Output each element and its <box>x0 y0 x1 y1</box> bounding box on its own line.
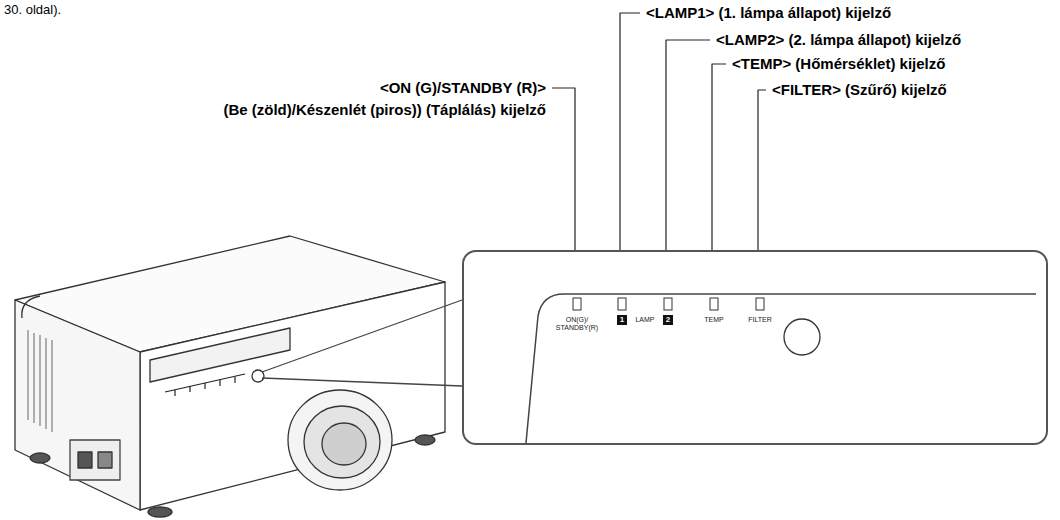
indicator-panel-inset: ON(G)/ STANDBY(R) 1 LAMP 2 TEMP FILTER <box>462 250 1048 445</box>
panel-label: ON(G)/ STANDBY(R) <box>552 316 602 332</box>
panel-drawing <box>464 252 1046 443</box>
foot <box>30 453 50 463</box>
power-inlet <box>78 452 92 468</box>
panel-label: LAMP <box>635 316 654 324</box>
body-edge <box>22 296 40 318</box>
lamp-number: 1 <box>617 315 627 325</box>
remote-sensor <box>784 319 820 355</box>
connector-panel <box>70 440 120 480</box>
projector-front <box>140 282 445 510</box>
zoom-line <box>262 378 462 386</box>
indicator-callout: <LAMP2> (2. lámpa állapot) kijelző <box>716 31 961 48</box>
switch <box>98 452 112 468</box>
indicator-led <box>756 298 764 310</box>
indicator-callout: <FILTER> (Szűrő) kijelző <box>772 81 947 98</box>
lens-housing <box>288 390 392 490</box>
projector-side <box>15 300 140 510</box>
vent-grille <box>28 330 52 432</box>
front-panel <box>150 328 290 382</box>
page-reference: 30. oldal). <box>4 1 61 18</box>
panel-label: TEMP <box>704 316 723 324</box>
indicator-led <box>573 298 581 310</box>
panel-label: FILTER <box>748 316 772 324</box>
lens-ring <box>304 406 380 478</box>
panel-edge <box>526 294 1036 443</box>
indicator-callout: (Be (zöld)/Készenlét (piros)) (Táplálás)… <box>223 101 546 118</box>
indicator-led <box>618 298 626 310</box>
foot <box>148 507 172 517</box>
foot <box>415 435 435 445</box>
indicator-strip <box>165 374 245 396</box>
lamp-number: 2 <box>663 315 673 325</box>
indicator-callout: <ON (G)/STANDBY (R)> <box>380 79 546 96</box>
lens-glass <box>322 423 366 465</box>
indicator-callout: <TEMP> (Hőmérséklet) kijelző <box>732 55 945 72</box>
indicator-callout: <LAMP1> (1. lámpa állapot) kijelző <box>646 4 891 21</box>
zoom-line <box>262 300 462 372</box>
indicator-led <box>710 298 718 310</box>
indicator-led <box>664 298 672 310</box>
